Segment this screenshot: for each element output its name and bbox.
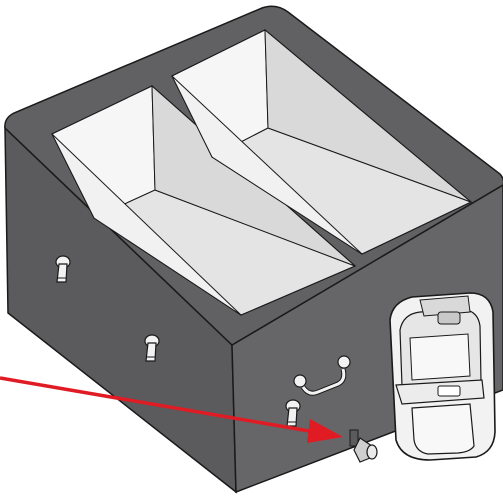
- bracket-mount-icon: [285, 399, 301, 427]
- soap-dispenser-icon: [389, 292, 496, 461]
- pointer-arrow-icon: [0, 376, 343, 443]
- bracket-mount-icon: [55, 255, 71, 283]
- handle-icon: [293, 355, 351, 396]
- bracket-mount-icon: [144, 334, 160, 362]
- drain-valve-icon: [349, 429, 378, 463]
- right-basin: [170, 28, 473, 255]
